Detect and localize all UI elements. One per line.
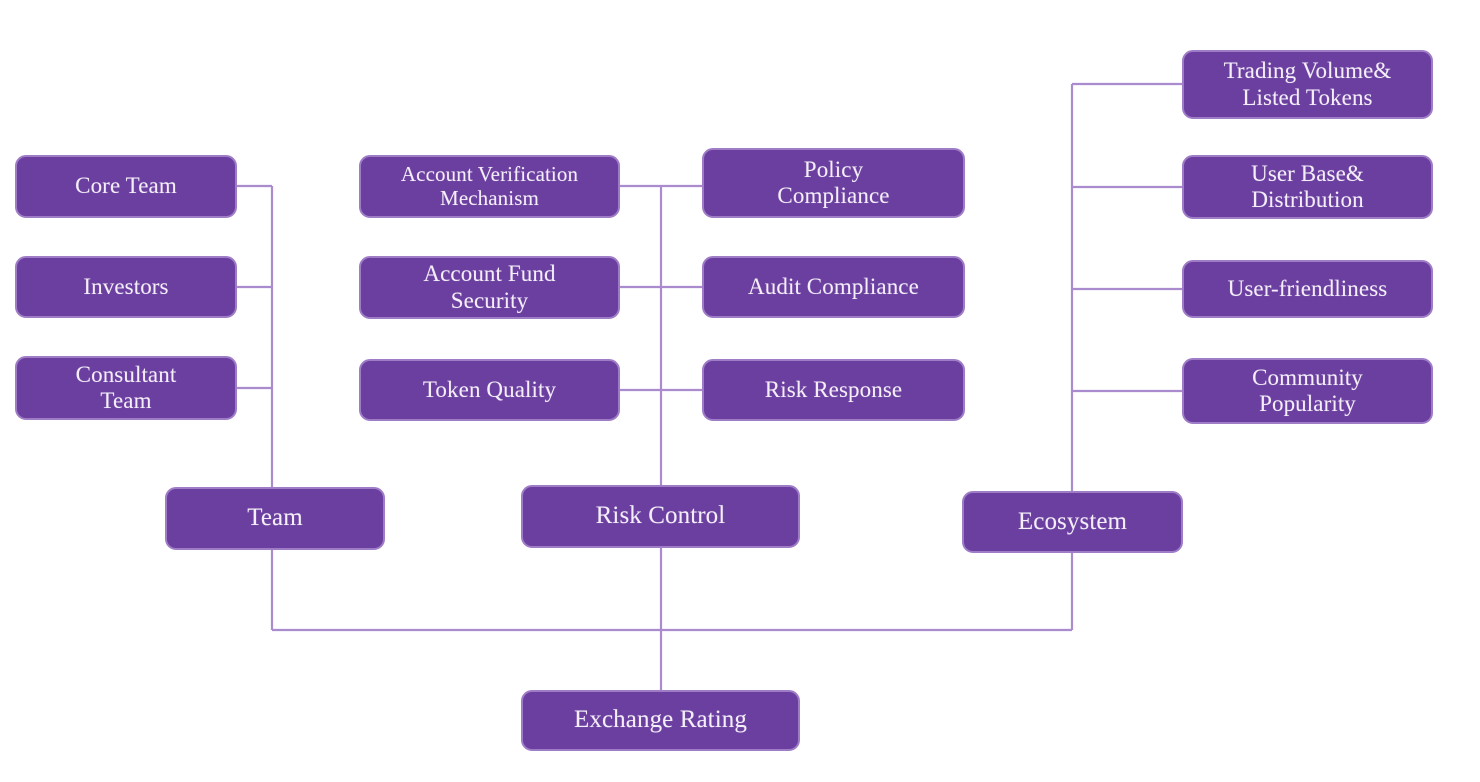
node-account-fund-security[interactable]: Account Fund Security xyxy=(359,256,620,319)
node-risk-control[interactable]: Risk Control xyxy=(521,485,800,548)
node-account-verification-mechanism[interactable]: Account Verification Mechanism xyxy=(359,155,620,218)
node-user-friendliness[interactable]: User-friendliness xyxy=(1182,260,1433,318)
node-trading-volume-listed-tokens[interactable]: Trading Volume& Listed Tokens xyxy=(1182,50,1433,119)
node-user-base-distribution[interactable]: User Base& Distribution xyxy=(1182,155,1433,219)
node-community-popularity[interactable]: Community Popularity xyxy=(1182,358,1433,424)
node-core-team[interactable]: Core Team xyxy=(15,155,237,218)
node-consultant-team[interactable]: Consultant Team xyxy=(15,356,237,420)
node-token-quality[interactable]: Token Quality xyxy=(359,359,620,421)
node-audit-compliance[interactable]: Audit Compliance xyxy=(702,256,965,318)
node-risk-response[interactable]: Risk Response xyxy=(702,359,965,421)
node-team[interactable]: Team xyxy=(165,487,385,550)
node-exchange-rating[interactable]: Exchange Rating xyxy=(521,690,800,751)
node-policy-compliance[interactable]: Policy Compliance xyxy=(702,148,965,218)
node-investors[interactable]: Investors xyxy=(15,256,237,318)
node-ecosystem[interactable]: Ecosystem xyxy=(962,491,1183,553)
